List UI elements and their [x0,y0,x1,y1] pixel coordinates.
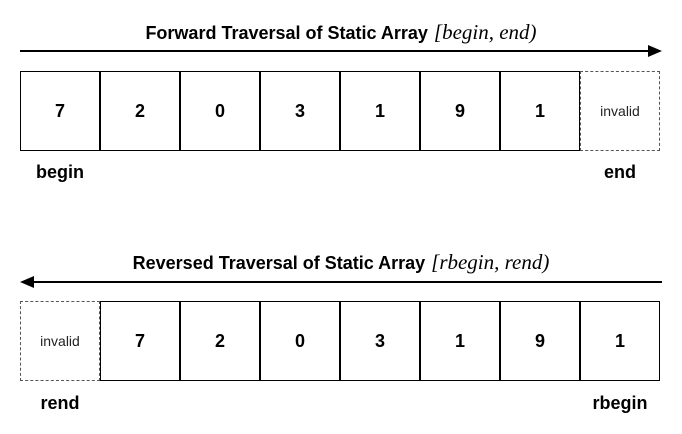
forward-invalid-cell: invalid [580,71,660,151]
forward-title-text: Forward Traversal of Static Array [145,23,428,43]
forward-range-notation: [begin, end) [433,20,537,44]
rend-label: rend [40,393,80,413]
reverse-cell-3: 3 [340,301,420,381]
reverse-cell-0: 7 [100,301,180,381]
forward-cell-4: 1 [340,71,420,151]
forward-cell-0: 7 [20,71,100,151]
forward-cell-3: 3 [260,71,340,151]
forward-arrow [20,45,662,57]
reverse-range-notation: [rbegin, rend) [431,250,550,274]
forward-cell-2: 0 [180,71,260,151]
forward-title: Forward Traversal of Static Array[begin,… [0,20,682,45]
reverse-cell-5: 9 [500,301,580,381]
reverse-title-text: Reversed Traversal of Static Array [132,253,426,273]
reverse-cell-4: 1 [420,301,500,381]
forward-cell-6: 1 [500,71,580,151]
forward-cell-5: 9 [420,71,500,151]
reverse-title: Reversed Traversal of Static Array[rbegi… [0,250,682,275]
reverse-cell-1: 2 [180,301,260,381]
reverse-cell-2: 0 [260,301,340,381]
end-label: end [603,162,636,182]
forward-cell-1: 2 [100,71,180,151]
reverse-invalid-cell: invalid [20,301,100,381]
reverse-cell-6: 1 [580,301,660,381]
rbegin-label: rbegin [592,393,648,413]
reverse-arrow [20,276,662,288]
begin-label: begin [36,162,84,182]
